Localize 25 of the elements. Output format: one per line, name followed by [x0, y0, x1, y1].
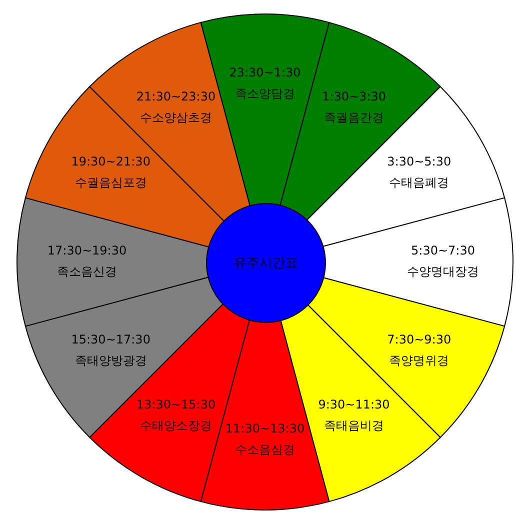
meridian-name: 수소음심경 [234, 442, 296, 458]
hub-title: 유주시간표 [234, 255, 298, 272]
time-range-label: 15:30~17:30 [71, 332, 150, 346]
time-range-label: 23:30~1:30 [229, 66, 301, 80]
meridian-name: 수소양삼초경 [139, 109, 213, 126]
meridian-name: 족궐음간경 [323, 109, 385, 126]
meridian-name: 족태음비경 [323, 418, 385, 435]
time-range-label: 17:30~19:30 [47, 244, 127, 258]
meridian-name: 수태양소장경 [139, 418, 213, 435]
time-range-label: 1:30~3:30 [322, 89, 386, 104]
time-range-label: 19:30~21:30 [71, 154, 150, 168]
meridian-name: 수궐음심포경 [74, 174, 148, 192]
meridian-name: 수양명대장경 [407, 264, 479, 280]
time-range-label: 3:30~5:30 [387, 154, 452, 168]
time-range-label: 11:30~13:30 [225, 422, 305, 436]
meridian-name: 족양명위경 [388, 352, 450, 370]
time-range-label: 9:30~11:30 [318, 398, 390, 412]
time-range-label: 21:30~23:30 [136, 89, 216, 104]
meridian-name: 족소양담경 [234, 86, 296, 102]
meridian-name: 족소음신경 [56, 264, 118, 280]
time-range-label: 13:30~15:30 [136, 398, 216, 412]
time-range-label: 5:30~7:30 [410, 244, 476, 258]
meridian-name: 수태음폐경 [388, 174, 450, 192]
meridian-name: 족태양방광경 [74, 352, 148, 370]
time-range-label: 7:30~9:30 [387, 332, 452, 346]
